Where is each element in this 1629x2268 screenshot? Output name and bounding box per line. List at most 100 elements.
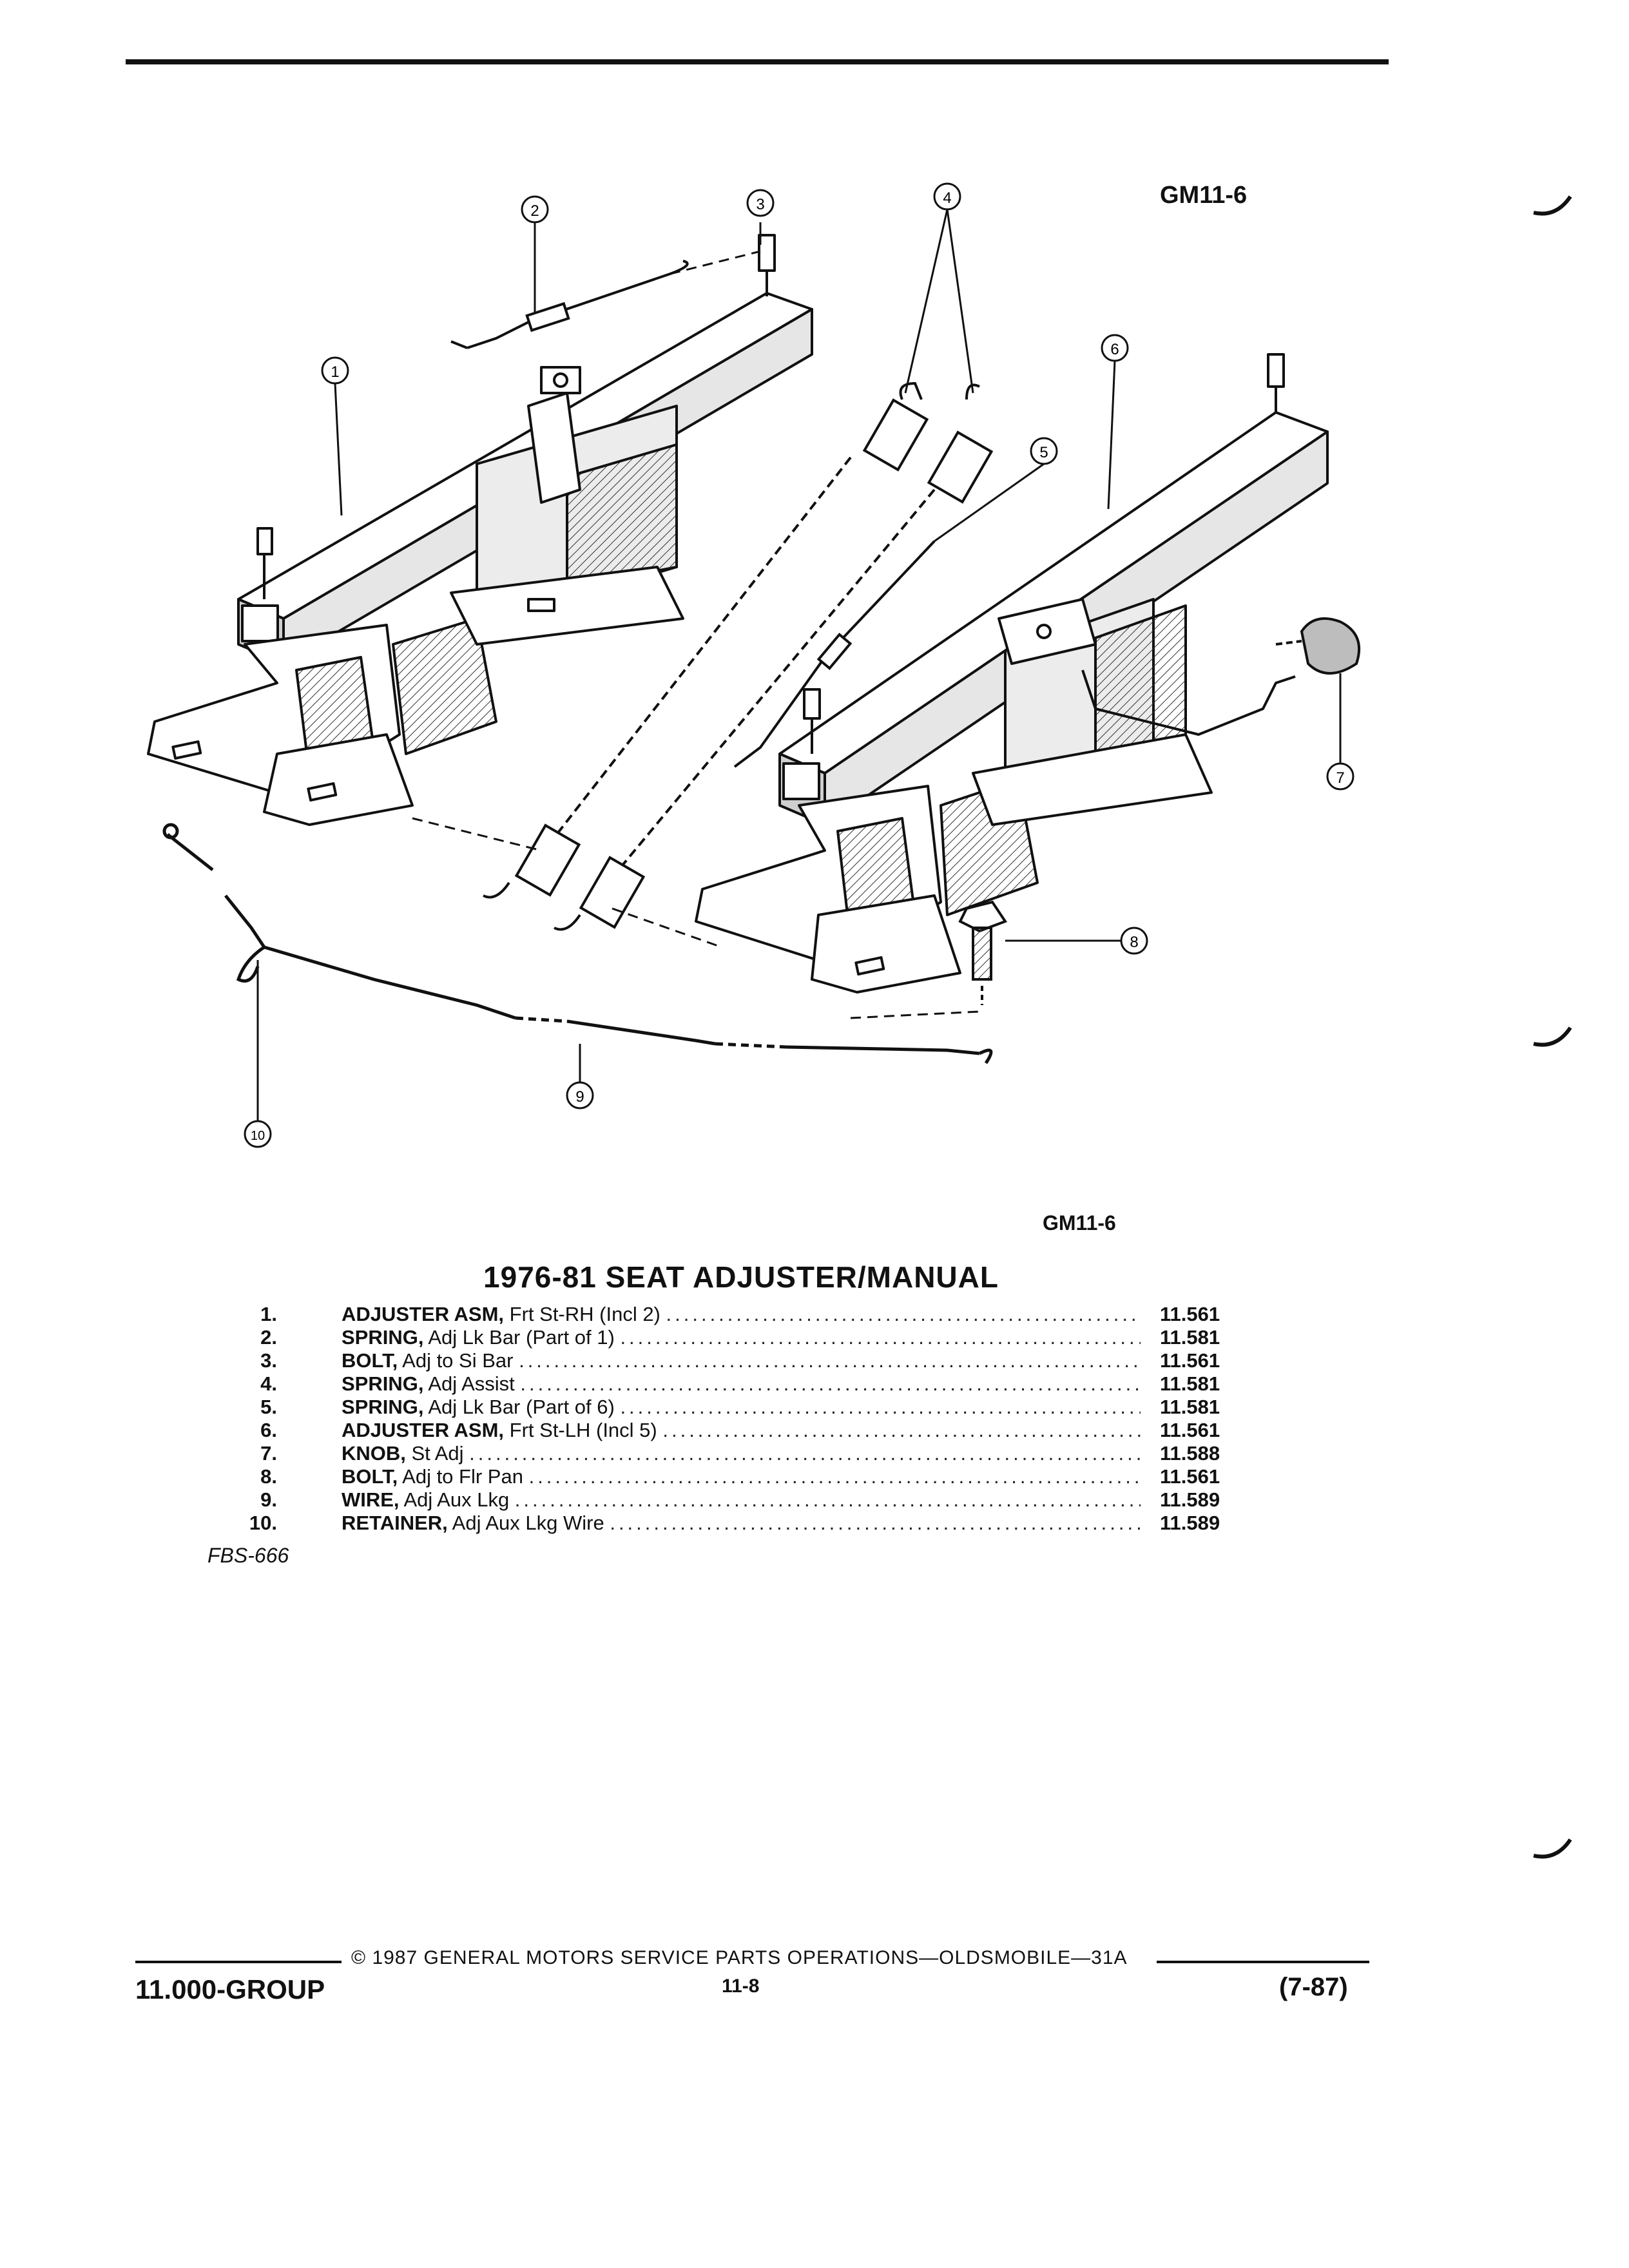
part-name: BOLT, [342,1465,398,1488]
leader-dots: ........................................… [469,1442,1141,1465]
spring-2 [450,260,689,349]
leader-dots: ........................................… [520,1372,1141,1395]
part-code: 11.588 [1160,1442,1220,1465]
revision-date: (7-87) [1279,1973,1348,2001]
part-code: 11.561 [1160,1419,1220,1441]
callout-9: 9 [566,1081,594,1110]
part-name: SPRING, [342,1396,424,1418]
part-number: 3. [260,1349,277,1372]
part-code: 11.561 [1160,1349,1220,1372]
part-detail: Adj Aux Lkg Wire [447,1512,610,1534]
part-detail: Adj Lk Bar (Part of 1) [423,1326,621,1349]
part-detail: Frt St-RH (Incl 2) [504,1303,666,1325]
part-row: 7. KNOB, St Adj ........................… [193,1442,1263,1465]
callout-2: 2 [521,195,549,224]
leader-dots: ........................................… [514,1488,1141,1511]
svg-text:5: 5 [1039,444,1048,461]
part-description: SPRING, Adj Lk Bar (Part of 1) .........… [342,1326,1141,1349]
binding-mark [1533,1026,1572,1047]
part-row: 4. SPRING, Adj Assist ..................… [193,1372,1263,1396]
callout-1: 1 [321,356,349,385]
callout-8: 8 [1120,927,1148,955]
spring-5 [733,540,936,768]
part-name: ADJUSTER ASM, [342,1419,505,1441]
part-description: WIRE, Adj Aux Lkg ......................… [342,1488,1141,1512]
leader-dots: ........................................… [662,1419,1141,1441]
part-code: 11.581 [1160,1372,1220,1395]
binding-mark [1533,195,1572,216]
callout-6: 6 [1101,334,1129,362]
part-detail: Frt St-LH (Incl 5) [504,1419,663,1441]
part-name: SPRING, [342,1326,424,1349]
part-detail: Adj to Flr Pan [398,1465,529,1488]
part-row: 3. BOLT, Adj to Si Bar .................… [193,1349,1263,1372]
part-row: 2. SPRING, Adj Lk Bar (Part of 1) ......… [193,1326,1263,1349]
part-description: ADJUSTER ASM, Frt St-LH (Incl 5) .......… [342,1419,1141,1442]
part-detail: St Adj [405,1442,470,1465]
footer-rule-right [1157,1961,1369,1963]
part-description: BOLT, Adj to Flr Pan ...................… [342,1465,1141,1488]
parts-list: 1. ADJUSTER ASM, Frt St-RH (Incl 2) ....… [193,1303,1263,1535]
part-row: 10. RETAINER, Adj Aux Lkg Wire .........… [193,1512,1263,1535]
callout-10: 10 [244,1120,272,1148]
callout-4: 4 [933,182,961,211]
part-number: 4. [260,1372,277,1395]
binding-mark [1533,1838,1572,1859]
callout-7: 7 [1326,762,1354,791]
group-label: 11.000-GROUP [135,1974,325,2004]
part-name: ADJUSTER ASM, [342,1303,505,1325]
part-code: 11.581 [1160,1396,1220,1418]
part-number: 9. [260,1488,277,1511]
top-rule [126,59,1389,64]
part-detail: Adj to Si Bar [398,1349,519,1372]
part-code: 11.581 [1160,1326,1220,1349]
part-detail: Adj Assist [423,1372,521,1395]
part-number: 1. [260,1303,277,1325]
svg-text:6: 6 [1110,341,1119,358]
part-code: 11.561 [1160,1303,1220,1325]
svg-text:10: 10 [251,1129,265,1143]
footer-rule-left [135,1961,342,1963]
copyright: © 1987 GENERAL MOTORS SERVICE PARTS OPER… [351,1947,1128,1968]
callout-5: 5 [1030,437,1058,465]
svg-text:2: 2 [530,202,539,220]
bolt-8 [958,900,1008,1005]
part-number: 8. [260,1465,277,1488]
svg-text:4: 4 [943,189,951,207]
part-row: 5. SPRING, Adj Lk Bar (Part of 6) ......… [193,1396,1263,1419]
part-code: 11.589 [1160,1488,1220,1511]
svg-text:7: 7 [1336,769,1344,787]
callout-3: 3 [746,189,775,217]
part-name: KNOB, [342,1442,406,1465]
part-name: BOLT, [342,1349,398,1372]
part-description: ADJUSTER ASM, Frt St-RH (Incl 2) .......… [342,1303,1141,1326]
leader-lines [256,209,1342,1121]
part-name: SPRING, [342,1372,424,1395]
part-description: BOLT, Adj to Si Bar ....................… [342,1349,1141,1372]
page-number: 11-8 [722,1975,760,1997]
part-description: KNOB, St Adj ...........................… [342,1442,1141,1465]
part-number: 7. [260,1442,277,1465]
part-number: 6. [260,1419,277,1441]
svg-text:3: 3 [756,196,764,213]
part-row: 1. ADJUSTER ASM, Frt St-RH (Incl 2) ....… [193,1303,1263,1326]
knob-7 [1275,617,1361,675]
exploded-diagram: 1 2 3 4 5 6 7 8 9 10 [147,182,1361,1148]
part-description: SPRING, Adj Assist .....................… [342,1372,1141,1396]
adjuster-rh [147,234,813,826]
part-code: 11.589 [1160,1512,1220,1534]
leader-dots: ........................................… [610,1512,1141,1534]
part-description: RETAINER, Adj Aux Lkg Wire .............… [342,1512,1141,1535]
figure-code-bottom: GM11-6 [1043,1211,1116,1235]
part-detail: Adj Aux Lkg [399,1488,515,1511]
part-row: 9. WIRE, Adj Aux Lkg ...................… [193,1488,1263,1512]
adjuster-lh [695,353,1329,994]
section-title: 1976-81 SEAT ADJUSTER/MANUAL [483,1260,999,1294]
springs-4 [483,381,994,931]
wire-9 [162,823,993,1064]
svg-text:9: 9 [575,1088,584,1106]
part-number: 10. [249,1512,277,1534]
fbs-code: FBS-666 [207,1544,289,1567]
svg-text:1: 1 [331,363,339,381]
part-row: 6. ADJUSTER ASM, Frt St-LH (Incl 5) ....… [193,1419,1263,1442]
